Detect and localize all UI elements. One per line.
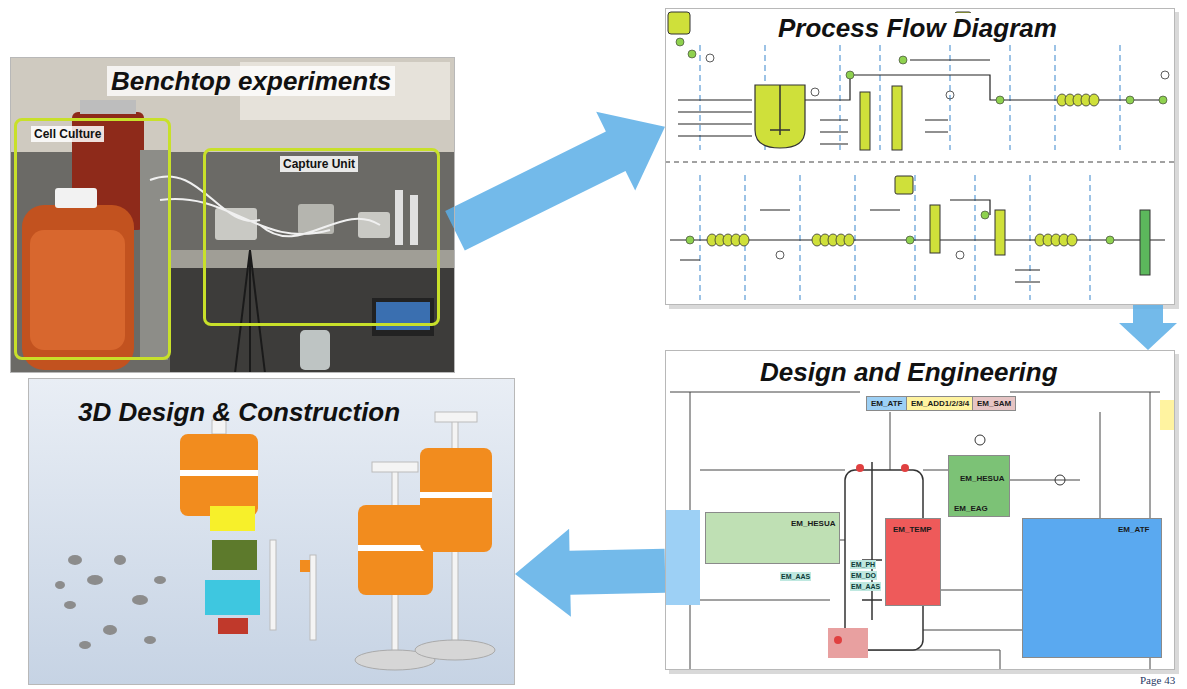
flow-arrow [445, 112, 665, 251]
flow-arrow [1119, 305, 1177, 350]
module-name: EM_HESUA [959, 474, 1005, 484]
module-region: EM_TEMP [885, 518, 941, 606]
module-name: EM_ADD1/2/3/4 [910, 399, 970, 409]
module-name: EM_PH [850, 560, 876, 569]
panel-title: Process Flow Diagram [774, 13, 1061, 43]
diagram-panel: Design and EngineeringEM_ATF EM_ADD1/2/3/… [665, 350, 1175, 670]
diagram-panel: Process Flow Diagram [665, 8, 1175, 305]
module-name: EM_ATF [1117, 525, 1150, 535]
module-name: EM_ATF [870, 399, 903, 409]
page-number: Page 43 [1140, 674, 1175, 687]
module-name: EM_SAM [976, 399, 1012, 409]
region-label: Cell Culture [31, 126, 104, 142]
process-flow-drawing [665, 8, 1179, 309]
module-name: EM_DO [850, 571, 877, 580]
render-panel: 3D Design & Construction [28, 378, 515, 685]
flow-arrow [515, 529, 665, 617]
module-tag: EM_ADD1/2/3/4 [906, 396, 974, 411]
module-tag: EM_ATF [866, 396, 907, 411]
region-outline: Capture Unit [203, 148, 440, 326]
module-region: EM_HESUA EM_EAG [948, 455, 1010, 517]
module-name: EM_EAG [953, 504, 989, 514]
photo-panel: Benchtop experimentsCell CultureCapture … [10, 57, 455, 373]
pid-drawing [665, 350, 1179, 674]
lab-photo [10, 57, 455, 373]
panel-title: 3D Design & Construction [74, 397, 404, 427]
module-region: EM_HESUA [705, 512, 840, 564]
region-outline: Cell Culture [14, 118, 171, 360]
module-name: EM_AAS [850, 582, 881, 591]
panel-title: Design and Engineering [756, 357, 1062, 387]
3d-render [28, 378, 515, 685]
panel-title: Benchtop experiments [107, 66, 395, 96]
module-tag: EM_SAM [972, 396, 1016, 411]
module-region: EM_ATF [1022, 518, 1162, 658]
module-name: EM_HESUA [790, 519, 836, 529]
module-name: EM_AAS [780, 572, 811, 581]
module-name: EM_TEMP [892, 525, 933, 535]
region-label: Capture Unit [280, 156, 358, 172]
